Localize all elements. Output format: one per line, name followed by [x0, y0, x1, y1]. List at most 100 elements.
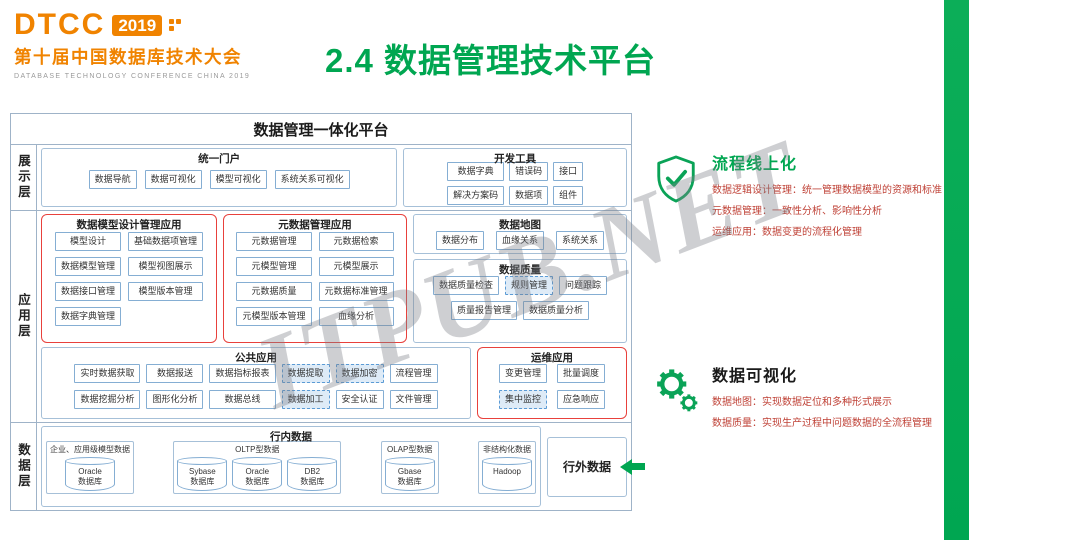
subgroup-title: OLAP型数据 [386, 445, 433, 454]
portal-feature-button[interactable]: 数据可视化 [144, 170, 202, 189]
metadata-app-button[interactable]: 元模型管理 [236, 257, 312, 276]
common-app-button[interactable]: 安全认证 [335, 390, 384, 409]
devtool-button[interactable]: 数据项 [509, 186, 549, 205]
common-app-button[interactable]: 数据报送 [146, 364, 204, 383]
model-app-button[interactable]: 模型版本管理 [128, 282, 204, 301]
application-column-3: 数据地图 数据分布血缘关系系统关系 数据质量 数据质量检查规则管理问题跟踪质量报… [413, 214, 627, 343]
database-label: Oracle 数据库 [232, 461, 283, 491]
devtools-grid: 数据字典错误码解决方案码数据项 [447, 162, 549, 205]
external-data-arrow-icon [620, 458, 645, 475]
external-data-label: 行外数据 [562, 460, 611, 474]
common-app-button[interactable]: 数据挖掘分析 [74, 390, 141, 409]
devtool-button[interactable]: 接口 [553, 162, 584, 181]
note-line: 运维应用：数据变更的流程化管理 [712, 227, 862, 238]
metadata-app-button[interactable]: 元模型版本管理 [236, 307, 312, 326]
platform-diagram: 数据管理一体化平台 展示层 统一门户 数据导航数据可视化模型可视化系统关系可视化… [10, 113, 645, 511]
application-layer-label: 应用层 [11, 211, 37, 422]
data-map-group: 数据地图 数据分布血缘关系系统关系 [413, 214, 627, 254]
common-app-button[interactable]: 文件管理 [389, 390, 438, 409]
page-title: 2.4 数据管理技术平台 [325, 42, 657, 79]
group-title: 统一门户 [198, 153, 241, 165]
logo-dots-decoration [169, 19, 182, 31]
common-app-button[interactable]: 实时数据获取 [74, 364, 141, 383]
metadata-app-button[interactable]: 血缘分析 [318, 307, 394, 326]
portal-feature-button[interactable]: 数据导航 [88, 170, 137, 189]
group-title: 元数据管理应用 [278, 219, 352, 231]
database-label: Gbase 数据库 [384, 461, 435, 491]
devtool-button[interactable]: 数据字典 [447, 162, 505, 181]
database-cylinder-icon: Oracle 数据库 [65, 457, 115, 491]
metadata-app-button[interactable]: 元模型展示 [318, 257, 394, 276]
data-quality-button[interactable]: 质量报告管理 [450, 301, 517, 320]
cylinder-top [481, 457, 532, 465]
database-cylinder-icon: Oracle 数据库 [232, 457, 283, 491]
application-row-1: 数据模型设计管理应用 模型设计基础数据项管理数据模型管理模型视图展示数据接口管理… [41, 214, 627, 343]
common-app-button[interactable]: 数据加密 [335, 364, 384, 383]
database-row: Gbase 数据库 [384, 457, 435, 491]
metadata-app-button[interactable]: 元数据质量 [236, 282, 312, 301]
common-app-button[interactable]: 数据加工 [281, 390, 330, 409]
metadata-app-button[interactable]: 元数据检索 [318, 232, 394, 251]
common-app-button[interactable]: 流程管理 [389, 364, 438, 383]
model-app-button[interactable]: 数据模型管理 [54, 257, 121, 276]
data-quality-button[interactable]: 规则管理 [504, 276, 553, 295]
olap-data-subgroup: OLAP型数据 Gbase 数据库 [380, 441, 439, 494]
database-label: Hadoop [481, 461, 532, 491]
presentation-layer-label: 展示层 [11, 145, 37, 210]
arrow-head [620, 458, 632, 475]
data-map-button[interactable]: 数据分布 [435, 231, 484, 250]
data-quality-button[interactable]: 数据质量检查 [432, 276, 499, 295]
database-label: DB2 数据库 [287, 461, 338, 491]
data-quality-button[interactable]: 数据质量分析 [523, 301, 590, 320]
note-body: 流程线上化 数据逻辑设计管理：统一管理数据模型的资源和标准元数据管理：一致性分析… [712, 150, 942, 243]
devtool-button[interactable]: 错误码 [509, 162, 549, 181]
note-lines: 数据地图：实现数据定位和多种形式展示数据质量：实现生产过程中问题数据的全流程管理 [712, 392, 942, 434]
common-app-button[interactable]: 数据总线 [209, 390, 276, 409]
common-app-button[interactable]: 数据提取 [281, 364, 330, 383]
note-body: 数据可视化 数据地图：实现数据定位和多种形式展示数据质量：实现生产过程中问题数据… [712, 362, 942, 434]
subgroup-title: OLTP型数据 [235, 445, 280, 454]
ops-app-buttons: 变更管理批量调度集中监控应急响应 [482, 364, 622, 409]
model-app-button[interactable]: 数据字典管理 [54, 307, 121, 326]
common-app-button[interactable]: 图形化分析 [146, 390, 204, 409]
logo-row: DTCC 2019 [14, 10, 250, 40]
common-app-button[interactable]: 数据指标报表 [209, 364, 276, 383]
devtool-button[interactable]: 解决方案码 [447, 186, 505, 205]
data-quality-button[interactable]: 问题跟踪 [559, 276, 608, 295]
metadata-app-buttons: 元数据管理元数据检索元模型管理元模型展示元数据质量元数据标准管理元模型版本管理血… [228, 232, 402, 326]
model-app-button[interactable]: 模型视图展示 [128, 257, 204, 276]
group-title: 数据质量 [499, 264, 541, 276]
data-map-buttons: 数据分布血缘关系系统关系 [418, 231, 622, 250]
arrow-tail [632, 463, 645, 470]
data-layer-label: 数据层 [11, 423, 37, 510]
model-app-button[interactable]: 数据接口管理 [54, 282, 121, 301]
metadata-app-button[interactable]: 元数据标准管理 [318, 282, 394, 301]
database-label: Sybase 数据库 [177, 461, 228, 491]
note-process-online: 流程线上化 数据逻辑设计管理：统一管理数据模型的资源和标准元数据管理：一致性分析… [650, 150, 942, 243]
metadata-app-group: 元数据管理应用 元数据管理元数据检索元模型管理元模型展示元数据质量元数据标准管理… [223, 214, 407, 343]
subgroup-title: 非结构化数据 [482, 445, 531, 454]
metadata-app-button[interactable]: 元数据管理 [236, 232, 312, 251]
ops-app-button[interactable]: 应急响应 [557, 390, 606, 409]
unified-portal-group: 统一门户 数据导航数据可视化模型可视化系统关系可视化 [41, 148, 398, 207]
group-title: 运维应用 [531, 352, 573, 364]
data-map-button[interactable]: 系统关系 [556, 231, 605, 250]
ops-app-button[interactable]: 集中监控 [498, 390, 547, 409]
model-app-button[interactable]: 基础数据项管理 [128, 232, 204, 251]
portal-feature-button[interactable]: 模型可视化 [209, 170, 267, 189]
model-app-button[interactable]: 模型设计 [54, 232, 121, 251]
ops-app-button[interactable]: 批量调度 [557, 364, 606, 383]
ops-app-group: 运维应用 变更管理批量调度集中监控应急响应 [477, 347, 627, 419]
presentation-layer-content: 统一门户 数据导航数据可视化模型可视化系统关系可视化 开发工具 数据字典错误码解… [37, 145, 631, 210]
group-title: 开发工具 [494, 153, 537, 165]
devtool-button[interactable]: 组件 [553, 186, 584, 205]
external-data-box: 行外数据 [547, 436, 627, 497]
note-lines: 数据逻辑设计管理：统一管理数据模型的资源和标准元数据管理：一致性分析、影响性分析… [712, 180, 942, 243]
internal-data-row: 企业、应用级模型数据 Oracle 数据库 OLTP型数据 [46, 441, 536, 494]
ops-app-button[interactable]: 变更管理 [498, 364, 547, 383]
portal-feature-button[interactable]: 系统关系可视化 [274, 170, 350, 189]
data-map-button[interactable]: 血缘关系 [495, 231, 544, 250]
dtcc-logo: DTCC 2019 第十届中国数据库技术大会 DATABASE TECHNOLO… [14, 10, 250, 81]
cylinder-top [177, 457, 228, 465]
